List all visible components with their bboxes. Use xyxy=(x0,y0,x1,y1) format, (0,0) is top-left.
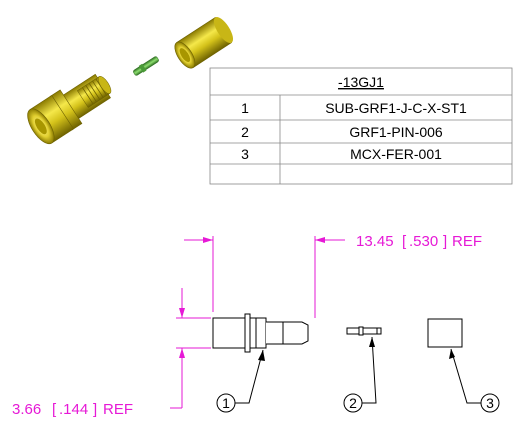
length-metric: 13.45 xyxy=(356,233,394,250)
diameter-suffix: REF xyxy=(103,401,133,418)
diameter-dimension xyxy=(170,288,211,409)
bom-row-1-part: SUB-GRF1-J-C-X-ST1 xyxy=(325,100,467,116)
ferrule-3d xyxy=(174,17,234,69)
length-dimension-text: 13.45 [ .530 ] REF xyxy=(356,233,482,250)
length-dimension-arrows xyxy=(203,237,325,243)
balloon-2: 2 xyxy=(343,393,363,413)
bom-row-3-part: MCX-FER-001 xyxy=(350,146,442,162)
leader-arrowheads xyxy=(258,337,455,361)
bom-frame xyxy=(209,67,513,185)
bom-row-1-item: 1 xyxy=(241,100,249,116)
diameter-dimension-text: 3.66 [ .144 ] REF xyxy=(12,401,133,418)
svg-text:[: [ xyxy=(52,401,57,418)
bom-row-2-item: 2 xyxy=(241,124,249,140)
diameter-metric: 3.66 xyxy=(12,401,41,418)
svg-text:1: 1 xyxy=(222,395,230,411)
svg-text:2: 2 xyxy=(349,395,357,411)
bom-row-2-part: GRF1-PIN-006 xyxy=(349,124,443,140)
bom-row-3-item: 3 xyxy=(241,146,249,162)
balloon-3: 3 xyxy=(480,393,500,413)
bom-table xyxy=(209,67,513,185)
part-3-outline xyxy=(427,318,463,348)
length-imperial: .530 xyxy=(409,233,438,250)
balloon-1: 1 xyxy=(216,393,236,413)
leaders xyxy=(235,336,481,404)
svg-text:[: [ xyxy=(402,233,407,250)
length-dimension xyxy=(184,236,345,318)
svg-text:3: 3 xyxy=(486,395,494,411)
length-suffix: REF xyxy=(452,233,482,250)
svg-text:]: ] xyxy=(443,233,447,250)
jack-body-3d xyxy=(27,73,112,145)
part-2-outline xyxy=(346,326,382,336)
diameter-imperial: .144 xyxy=(59,401,88,418)
exploded-3d-view xyxy=(27,17,234,145)
bom-header: -13GJ1 xyxy=(338,74,384,90)
svg-text:]: ] xyxy=(93,401,97,418)
pin-3d xyxy=(133,56,159,76)
bom-text-group: -13GJ1 1 SUB-GRF1-J-C-X-ST1 2 GRF1-PIN-0… xyxy=(241,74,467,162)
diameter-dimension-arrows xyxy=(179,308,185,358)
part-1-outline xyxy=(212,313,309,353)
